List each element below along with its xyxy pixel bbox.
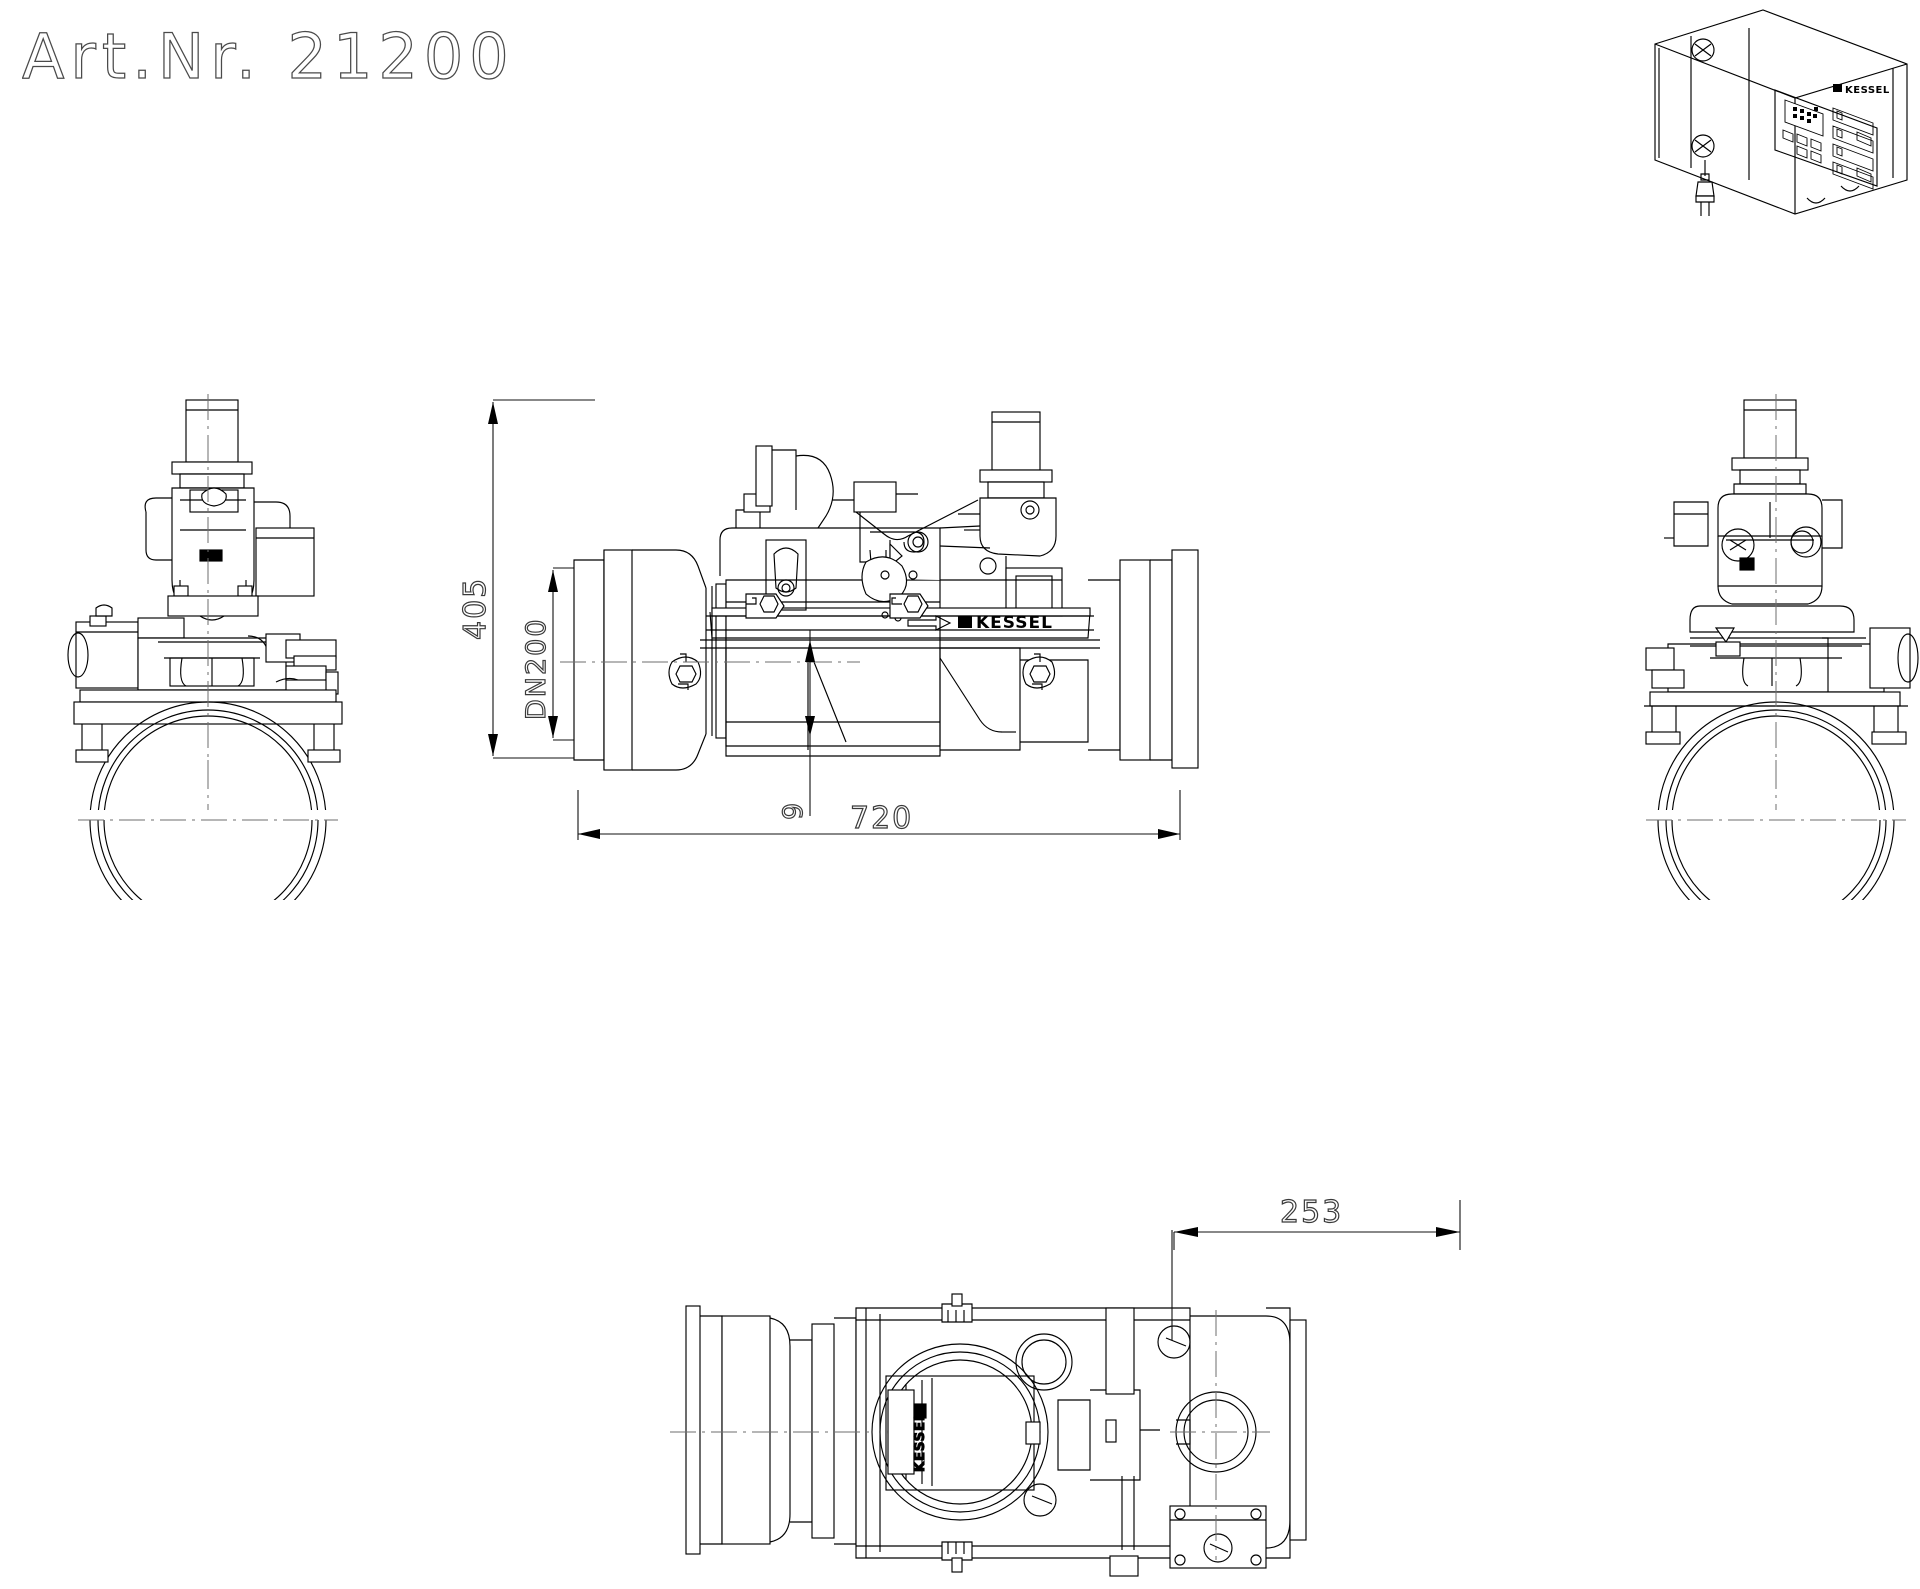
dimension-9-label: 9 (778, 801, 809, 820)
plan-view: KESSEL (670, 1280, 1310, 1580)
flow-direction-arrow (907, 615, 952, 631)
control-panel-brand: KESSEL (1833, 84, 1890, 96)
page-title: Art.Nr. 21200 (22, 8, 782, 100)
mains-plug (1695, 160, 1715, 216)
right-elevation-view (1630, 390, 1920, 810)
dimension-720-group: 720 (560, 790, 1240, 860)
dimension-dn200-label: DN200 (521, 617, 552, 720)
right-elevation-bore (1630, 760, 1920, 900)
control-panel-brand-text: KESSEL (1845, 85, 1890, 96)
control-panel-view: KESSEL (1645, 8, 1915, 220)
indicator-rows (1832, 107, 1874, 190)
dimension-405 (488, 399, 595, 759)
page-title-text: Art.Nr. 21200 (22, 20, 515, 93)
dimension-405-label: 405 (458, 577, 493, 640)
keypad-buttons[interactable] (1782, 129, 1822, 164)
front-brand-badge: KESSEL (958, 613, 1053, 633)
dimension-9-group: 9 (770, 620, 850, 870)
left-elevation-bore (60, 760, 390, 900)
dimension-group-vertical: 405 DN200 (455, 390, 635, 840)
plan-brand-text: KESSEL (913, 1412, 928, 1472)
left-elevation-view (60, 390, 390, 810)
dimension-253-label: 253 (1280, 1195, 1343, 1230)
dimension-253-group: 253 (1160, 1170, 1480, 1250)
front-elevation-view: KESSEL (560, 390, 1240, 840)
dimension-253-extension (1166, 1230, 1178, 1340)
front-brand-text: KESSEL (976, 613, 1053, 633)
dimension-720-label: 720 (850, 801, 913, 836)
